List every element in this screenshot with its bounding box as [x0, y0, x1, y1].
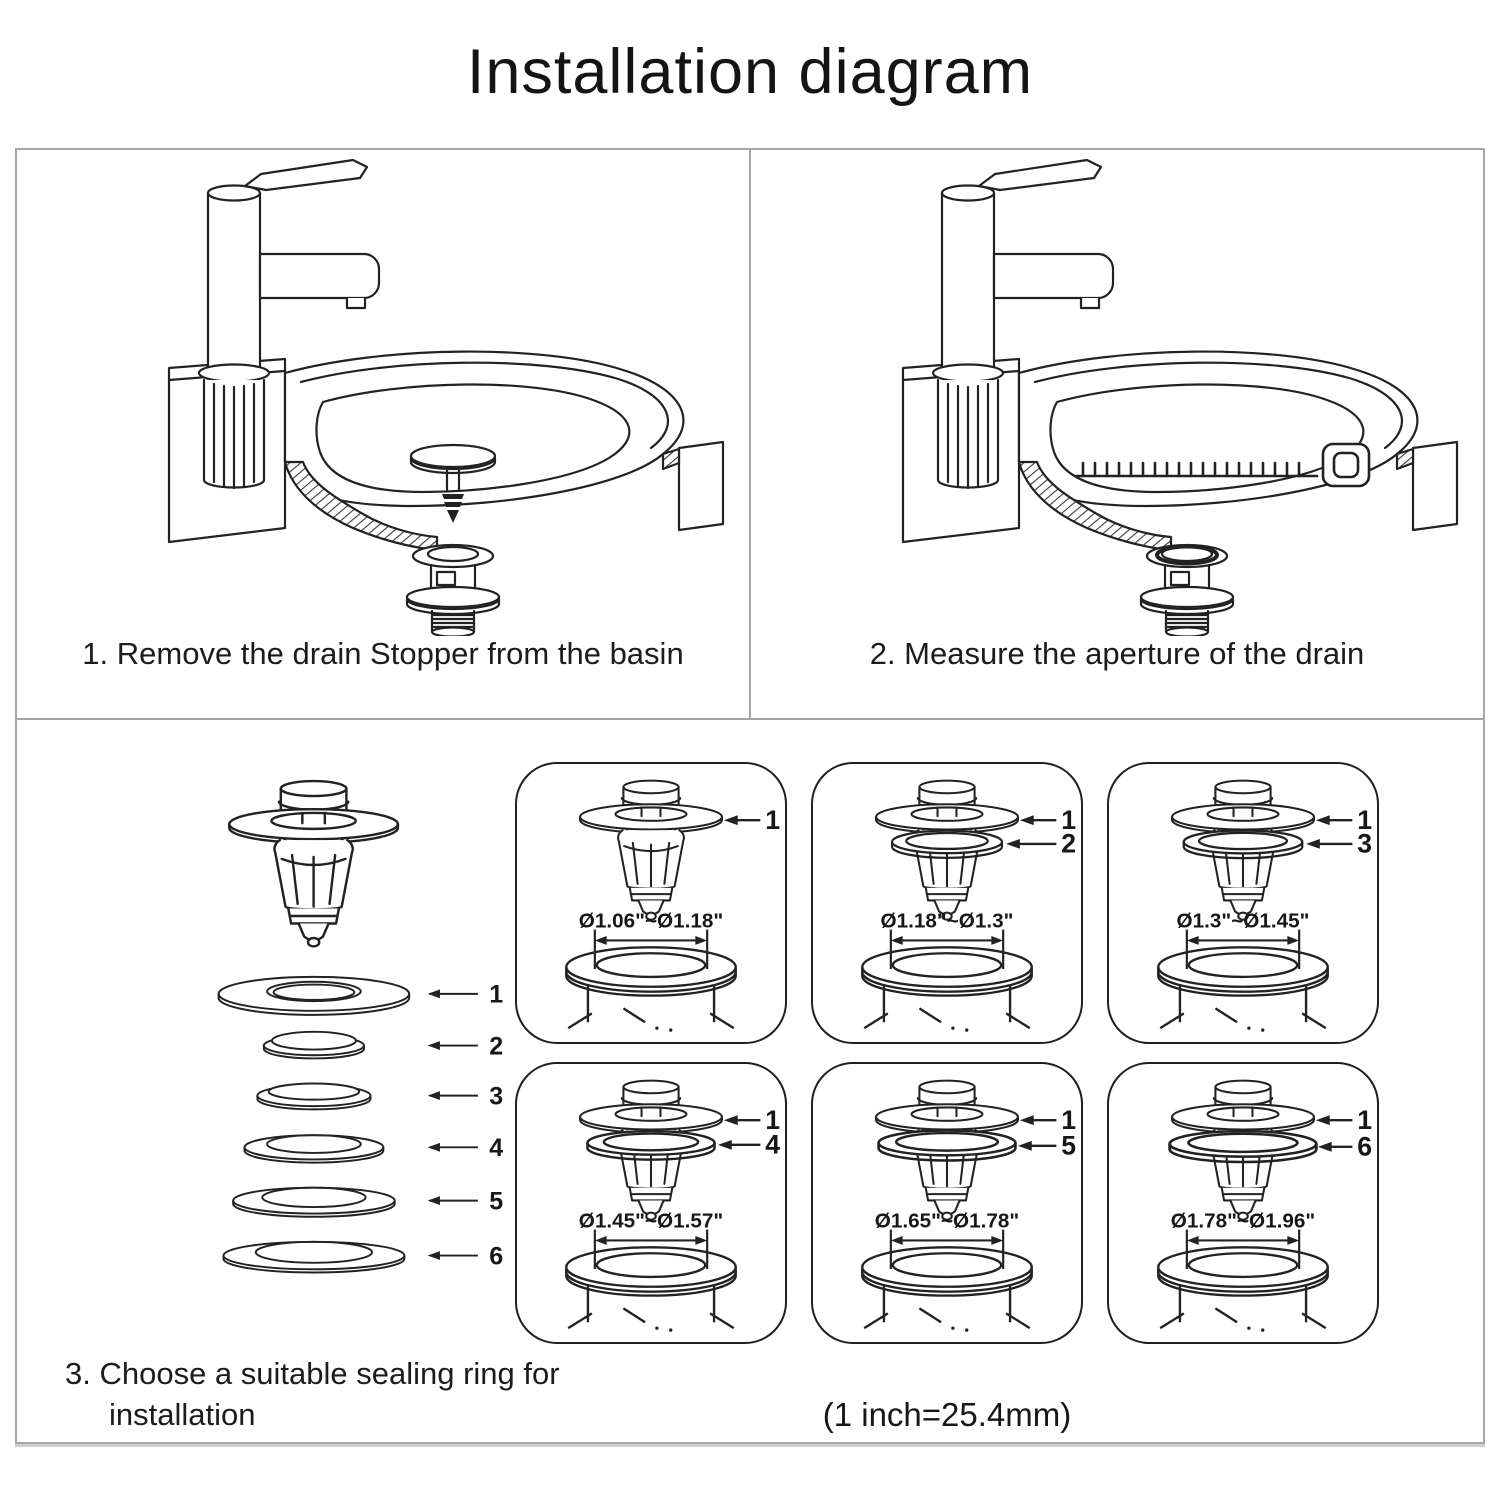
sealing-ring-3 [256, 1082, 372, 1111]
size-option-box-3: 1 3 Ø1.3"~Ø1.45" [1107, 762, 1379, 1044]
installed-drain-ring [1155, 544, 1219, 566]
vertical-divider [749, 150, 751, 718]
diagram-frame: 1. Remove the drain Stopper from the bas… [15, 148, 1485, 1444]
callout-part-1: 1 [723, 805, 780, 835]
sealing-ring-6 [222, 1240, 406, 1274]
drain-stopper-floating [409, 443, 497, 523]
callout-part-2: 4 [718, 1130, 780, 1160]
ring-label-6: 6 [489, 1242, 503, 1270]
svg-text:1: 1 [1357, 805, 1372, 835]
callout-part-1: 1 [723, 1105, 780, 1135]
step2-panel: 2. Measure the aperture of the drain [751, 150, 1483, 718]
page-title: Installation diagram [466, 37, 1034, 107]
size-options-grid: 1 Ø1.06"~Ø1.18" 1 2 [515, 762, 1379, 1344]
ring-label-1: 1 [489, 981, 503, 1009]
ring-label-2: 2 [489, 1032, 503, 1060]
step1-panel: 1. Remove the drain Stopper from the bas… [17, 150, 749, 718]
unit-conversion-note: (1 inch=25.4mm) [822, 1396, 1072, 1433]
svg-text:1: 1 [1061, 805, 1076, 835]
svg-text:6: 6 [1357, 1132, 1372, 1162]
sealing-ring-2 [262, 1030, 365, 1060]
diameter-range: Ø1.18"~Ø1.3" [881, 910, 1014, 933]
ring-label-5: 5 [489, 1188, 503, 1216]
step3-caption-line1: 3. Choose a suitable sealing ring for [65, 1356, 560, 1391]
svg-text:5: 5 [1061, 1131, 1076, 1161]
svg-text:3: 3 [1357, 829, 1372, 859]
svg-text:1: 1 [1061, 1105, 1076, 1135]
diameter-range: Ø1.45"~Ø1.57" [579, 1210, 723, 1233]
size-option-box-6: 1 6 Ø1.78"~Ø1.96" [1107, 1062, 1379, 1344]
step1-caption: 1. Remove the drain Stopper from the bas… [82, 636, 684, 671]
size-option-box-2: 1 2 Ø1.18"~Ø1.3" [811, 762, 1083, 1044]
svg-text:2: 2 [1061, 829, 1076, 859]
diameter-range: Ø1.78"~Ø1.96" [1171, 1210, 1315, 1233]
step2-caption: 2. Measure the aperture of the drain [869, 636, 1365, 671]
callout-part-2: 3 [1306, 829, 1372, 859]
svg-text:1: 1 [765, 1105, 780, 1135]
callout-part-2: 2 [1006, 829, 1076, 859]
size-option-box-5: 1 5 Ø1.65"~Ø1.78" [811, 1062, 1083, 1344]
sealing-ring-5 [232, 1186, 396, 1218]
callout-part-2: 5 [1017, 1131, 1076, 1161]
size-option-box-4: 1 4 Ø1.45"~Ø1.57" [515, 1062, 787, 1344]
svg-text:1: 1 [765, 805, 780, 835]
ring-label-4: 4 [489, 1134, 503, 1162]
svg-text:4: 4 [765, 1130, 780, 1160]
diameter-range: Ø1.65"~Ø1.78" [875, 1210, 1019, 1233]
ring-callouts [427, 989, 478, 1260]
callout-part-1: 1 [1315, 805, 1372, 835]
callout-part-1: 1 [1019, 1105, 1076, 1135]
measuring-tape-icon [1073, 442, 1371, 488]
sink-remove-stopper-illustration [167, 158, 725, 636]
sink-measure-illustration [901, 158, 1459, 636]
callout-part-1: 1 [1019, 805, 1076, 835]
callout-part-2: 6 [1317, 1132, 1372, 1162]
svg-text:1: 1 [1357, 1105, 1372, 1135]
step3-caption: 3. Choose a suitable sealing ring for in… [65, 1354, 560, 1436]
sealing-ring-4 [243, 1134, 385, 1164]
horizontal-divider [17, 718, 1483, 720]
size-option-box-1: 1 Ø1.06"~Ø1.18" [515, 762, 787, 1044]
diameter-range: Ø1.06"~Ø1.18" [579, 910, 723, 933]
step3-caption-line2: installation [109, 1396, 256, 1432]
ring-label-3: 3 [489, 1083, 503, 1111]
exploded-view-illustration: 1 2 3 4 5 6 [217, 779, 503, 1274]
diameter-range: Ø1.3"~Ø1.45" [1177, 910, 1310, 933]
sealing-ring-1 [217, 975, 411, 1016]
callout-part-1: 1 [1315, 1105, 1372, 1135]
